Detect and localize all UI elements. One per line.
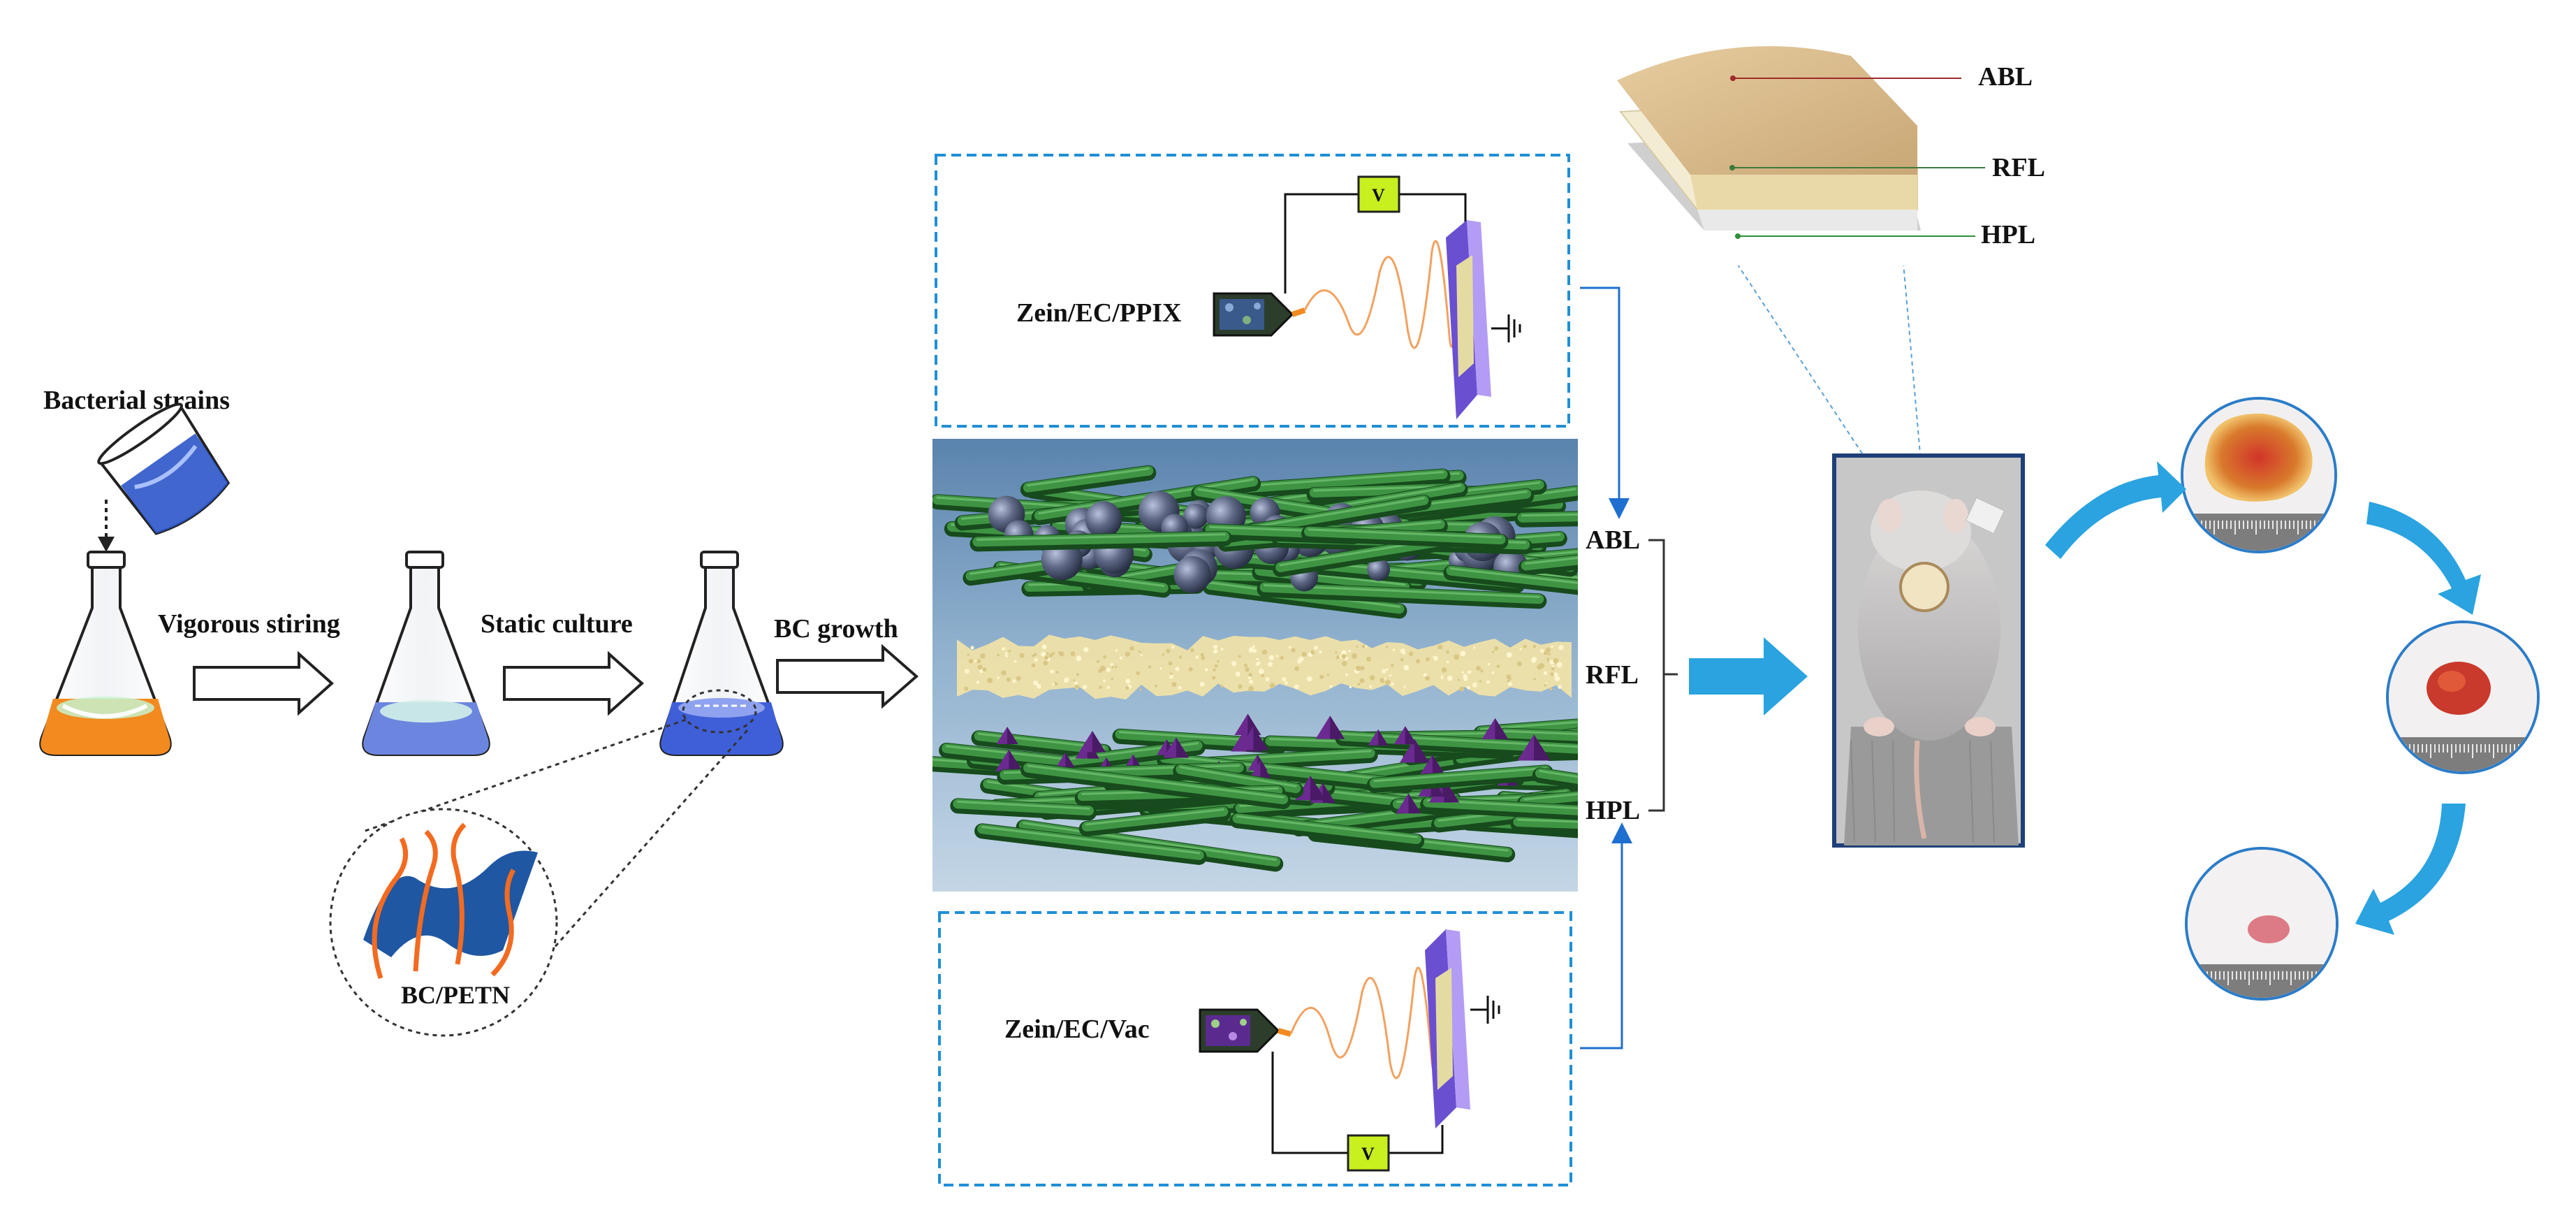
bc-petn-zoom: BC/PETN <box>329 689 757 1037</box>
collector-plate-icon <box>1425 929 1470 1128</box>
dressing-abl-label: ABL <box>1978 62 2033 92</box>
dressing-rfl-label: RFL <box>1992 153 2045 182</box>
layer-rfl-label: RFL <box>1586 660 1639 690</box>
wound-day-2 <box>2386 620 2540 774</box>
curved-arrow-icon <box>2045 461 2186 559</box>
collector-plate-icon <box>1446 220 1491 419</box>
wound-day-1 <box>2181 397 2337 553</box>
zein-ec-ppix-label: Zein/EC/PPIX <box>1016 298 1181 328</box>
solid-right-arrow-icon <box>1689 637 1808 716</box>
bacterial-strains-section: Bacterial strains <box>43 386 230 552</box>
ground-symbol-icon <box>1491 314 1521 342</box>
hollow-right-arrow-icon <box>503 651 645 716</box>
flask-3-icon <box>659 551 784 756</box>
dashed-panel-frame <box>935 154 1570 428</box>
fiber-jet <box>1289 966 1444 1080</box>
layer-hpl-label: HPL <box>1586 796 1640 825</box>
layer-abl-label: ABL <box>1586 525 1640 555</box>
voltage-label: V <box>1372 185 1385 205</box>
vigorous-stiring-label: Vigorous stiring <box>158 609 340 639</box>
curved-arrow-icon <box>2366 502 2481 615</box>
syringe-icon <box>1199 1008 1292 1053</box>
dressing-hpl-label: HPL <box>1981 220 2035 249</box>
voltage-box-icon <box>1347 1134 1390 1172</box>
fiber-jet <box>1303 240 1461 349</box>
pour-arrowhead-icon <box>98 537 115 552</box>
electrospinning-ppix-panel: Zein/EC/PPIX V <box>935 154 1570 428</box>
syringe-icon <box>1213 292 1306 337</box>
voltage-label: V <box>1361 1144 1375 1164</box>
rat-photo <box>1832 453 2025 848</box>
ground-symbol-icon <box>1470 996 1500 1024</box>
flask-1-icon <box>39 551 172 756</box>
electrospinning-vac-panel: Zein/EC/Vac V <box>938 911 1572 1186</box>
flask-2-icon <box>362 551 490 756</box>
bacterial-strains-label: Bacterial strains <box>43 386 230 415</box>
hollow-right-arrow-icon <box>193 651 335 716</box>
vac-to-hpl-arrow <box>1580 822 1632 1050</box>
trilayer-render <box>932 439 1578 892</box>
ppix-to-abl-arrow <box>1580 286 1630 519</box>
hollow-right-arrow-icon <box>776 644 919 709</box>
dashed-panel-frame <box>938 911 1572 1186</box>
zein-ec-vac-label: Zein/EC/Vac <box>1004 1015 1150 1044</box>
bc-petn-label: BC/PETN <box>401 981 510 1009</box>
wound-day-3 <box>2185 847 2339 1001</box>
layer-bracket <box>1648 539 1678 812</box>
static-culture-label: Static culture <box>481 609 633 639</box>
curved-arrow-icon <box>2355 804 2466 935</box>
dressing-detail: ABL RFL HPL <box>1604 0 2045 502</box>
voltage-box-icon <box>1357 175 1400 213</box>
bc-growth-label: BC growth <box>774 614 898 644</box>
tilted-beaker-icon <box>97 402 230 535</box>
